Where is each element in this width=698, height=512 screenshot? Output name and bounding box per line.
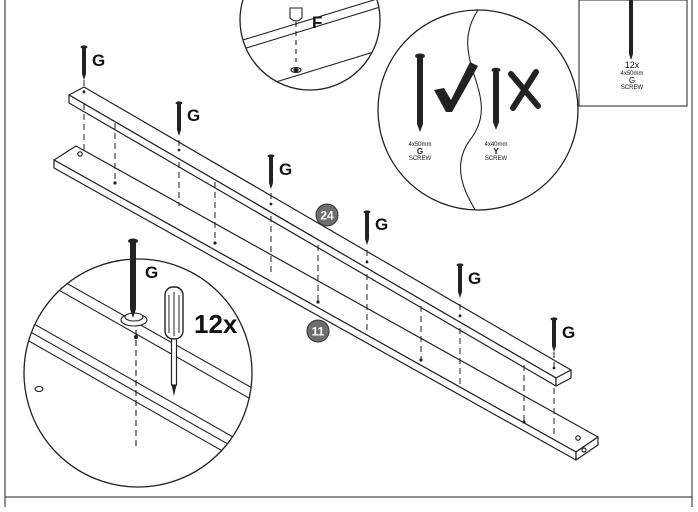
screw-label-g: G [468,269,481,288]
screw-g-icon [550,317,558,352]
rail [68,86,572,387]
quantity-label: 12x [194,309,238,339]
wrong-screw-type: SCREW [485,156,508,162]
correct-screw-size: 4x50mm [408,142,431,148]
check-mark-icon [434,62,478,112]
screw-g-icon [456,263,464,298]
cross-mark-icon [508,69,541,111]
correct-screw-icon [415,53,425,132]
correct-screw-type: SCREW [409,156,432,162]
wrong-screw-icon [491,67,501,130]
screw-g-icon [267,154,275,189]
alignment-lines [83,80,555,437]
wrong-screw-letter: Y [493,147,499,156]
screw-label-g: G [375,215,388,234]
dowel-label-f: F [312,13,322,32]
screw-label-g: G [562,323,575,342]
hole-dots [82,90,556,424]
screw-label-g: G [92,51,105,70]
correct-screw-letter: G [417,147,423,156]
svg-text:11: 11 [312,325,325,339]
svg-text:24: 24 [320,209,334,223]
screw-g-icon [175,101,183,136]
screwdriver-icon [164,286,184,396]
screw-label-g: G [187,106,200,125]
long-board [53,145,599,461]
detail-circle-dowel: F [239,0,381,91]
parts-box: 12x 4x50mm G SCREW [578,0,688,107]
parts-box-type: SCREW [621,85,644,91]
screw-g-icon [363,210,371,245]
screw-g-icon [80,45,88,80]
parts-box-size: 4x50mm [620,71,643,77]
wrong-screw-size: 4x40mm [484,142,507,148]
part-badge-rail: 24 [315,203,339,227]
frame [4,0,693,507]
large-screw-icon [128,238,138,318]
detail-circle-screw-compare: 4x50mm G SCREW 4x40mm Y SCREW [377,9,579,211]
detail-circle-screwing: G 12x [23,238,253,488]
parts-box-screw-icon [629,0,633,60]
screw-label-g: G [145,263,158,282]
part-badge-board: 11 [306,319,330,343]
screw-label-g: G [279,160,292,179]
parts-box-count: 12x [625,60,640,70]
parts-box-letter: G [629,76,635,85]
